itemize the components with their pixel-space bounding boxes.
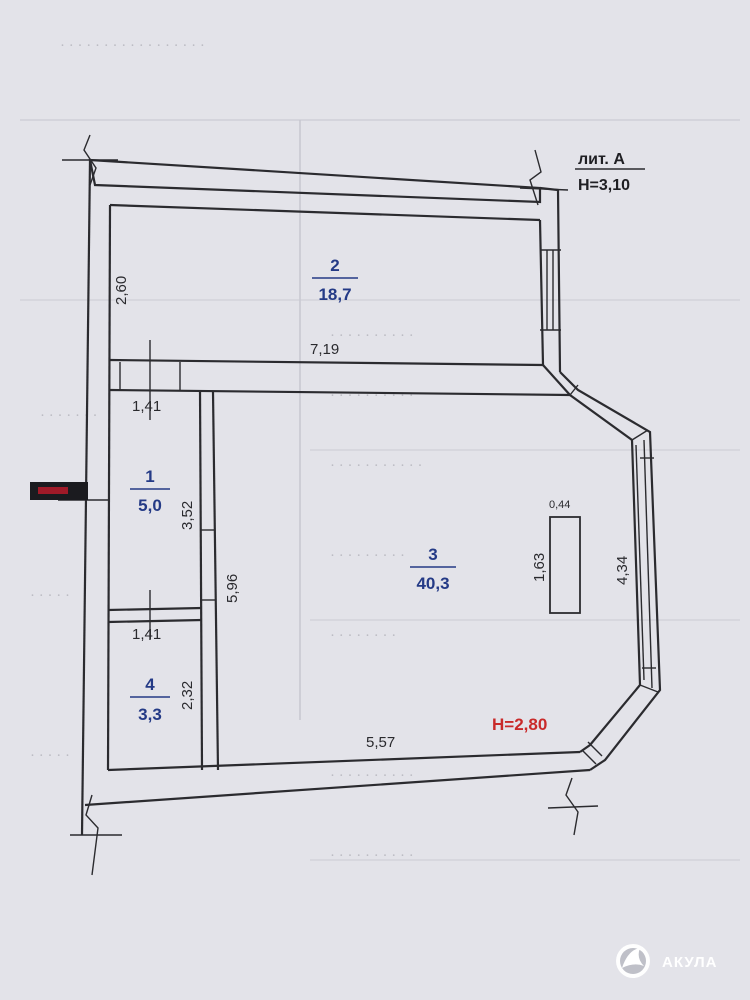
dim-corridor-length: 5,96 [224,574,241,603]
dim-column-length: 1,63 [531,553,548,582]
room-label-4: 4 3,3 [130,675,170,724]
room-number: 2 [330,256,339,275]
bleed-through-text: · · · · · · · · · · · · · · · · · · · · … [30,38,422,864]
room-area: 18,7 [318,285,351,304]
dim-room2-height: 2,60 [113,276,130,305]
dim-room1-width: 1,41 [132,398,161,415]
svg-text:· · · · · · · · ·: · · · · · · · · · [330,548,405,564]
room-number: 4 [145,675,155,694]
svg-text:· · · · ·: · · · · · [30,588,70,604]
akula-brand-text: АКУЛА [662,954,717,971]
svg-text:· · · · · · · · · ·: · · · · · · · · · · [330,768,414,784]
akula-watermark: АКУЛА [616,944,717,978]
column [549,516,581,614]
dim-column-width: 0,44 [549,499,570,511]
building-height: Н=3,10 [578,177,630,194]
dim-room1-height: 3,52 [179,501,196,530]
dim-room3-width: 5,57 [366,734,395,751]
room-number: 1 [145,467,154,486]
svg-text:· · · · · · · · · ·: · · · · · · · · · · · · · · · · · [60,38,205,54]
room-area: 5,0 [138,496,162,515]
room-number: 3 [428,545,437,564]
bay-windows [569,384,659,765]
interior-walls [30,340,571,771]
break-marks [62,134,599,876]
svg-text:· · · · · · · · · · ·: · · · · · · · · · · · [330,458,422,474]
dim-room3-height: 4,34 [614,556,631,585]
svg-text:· · · · · · · · · ·: · · · · · · · · · · [330,328,414,344]
room-label-1: 1 5,0 [130,467,170,515]
room-area: 3,3 [138,705,162,724]
dim-room4-width: 1,41 [132,626,161,643]
svg-text:· · · · ·: · · · · · [30,748,70,764]
room-label-3: 3 40,3 [410,545,456,593]
lit-label: лит. А [578,151,625,168]
room-label-2: 2 18,7 [312,256,358,304]
shark-logo-icon [616,944,650,978]
svg-text:· · · · · · · ·: · · · · · · · · [330,628,396,644]
svg-text:· · · · · · ·: · · · · · · · [40,408,97,424]
window-room-2 [540,249,561,331]
outer-walls [80,158,662,836]
svg-text:· · · · · · · · · ·: · · · · · · · · · · [330,388,414,404]
room3-ceiling-height: Н=2,80 [492,715,547,734]
room-area: 40,3 [416,574,449,593]
svg-text:· · · · · · · · · ·: · · · · · · · · · · [330,848,414,864]
dim-room2-width: 7,19 [310,341,339,358]
dim-room4-height: 2,32 [179,681,196,710]
